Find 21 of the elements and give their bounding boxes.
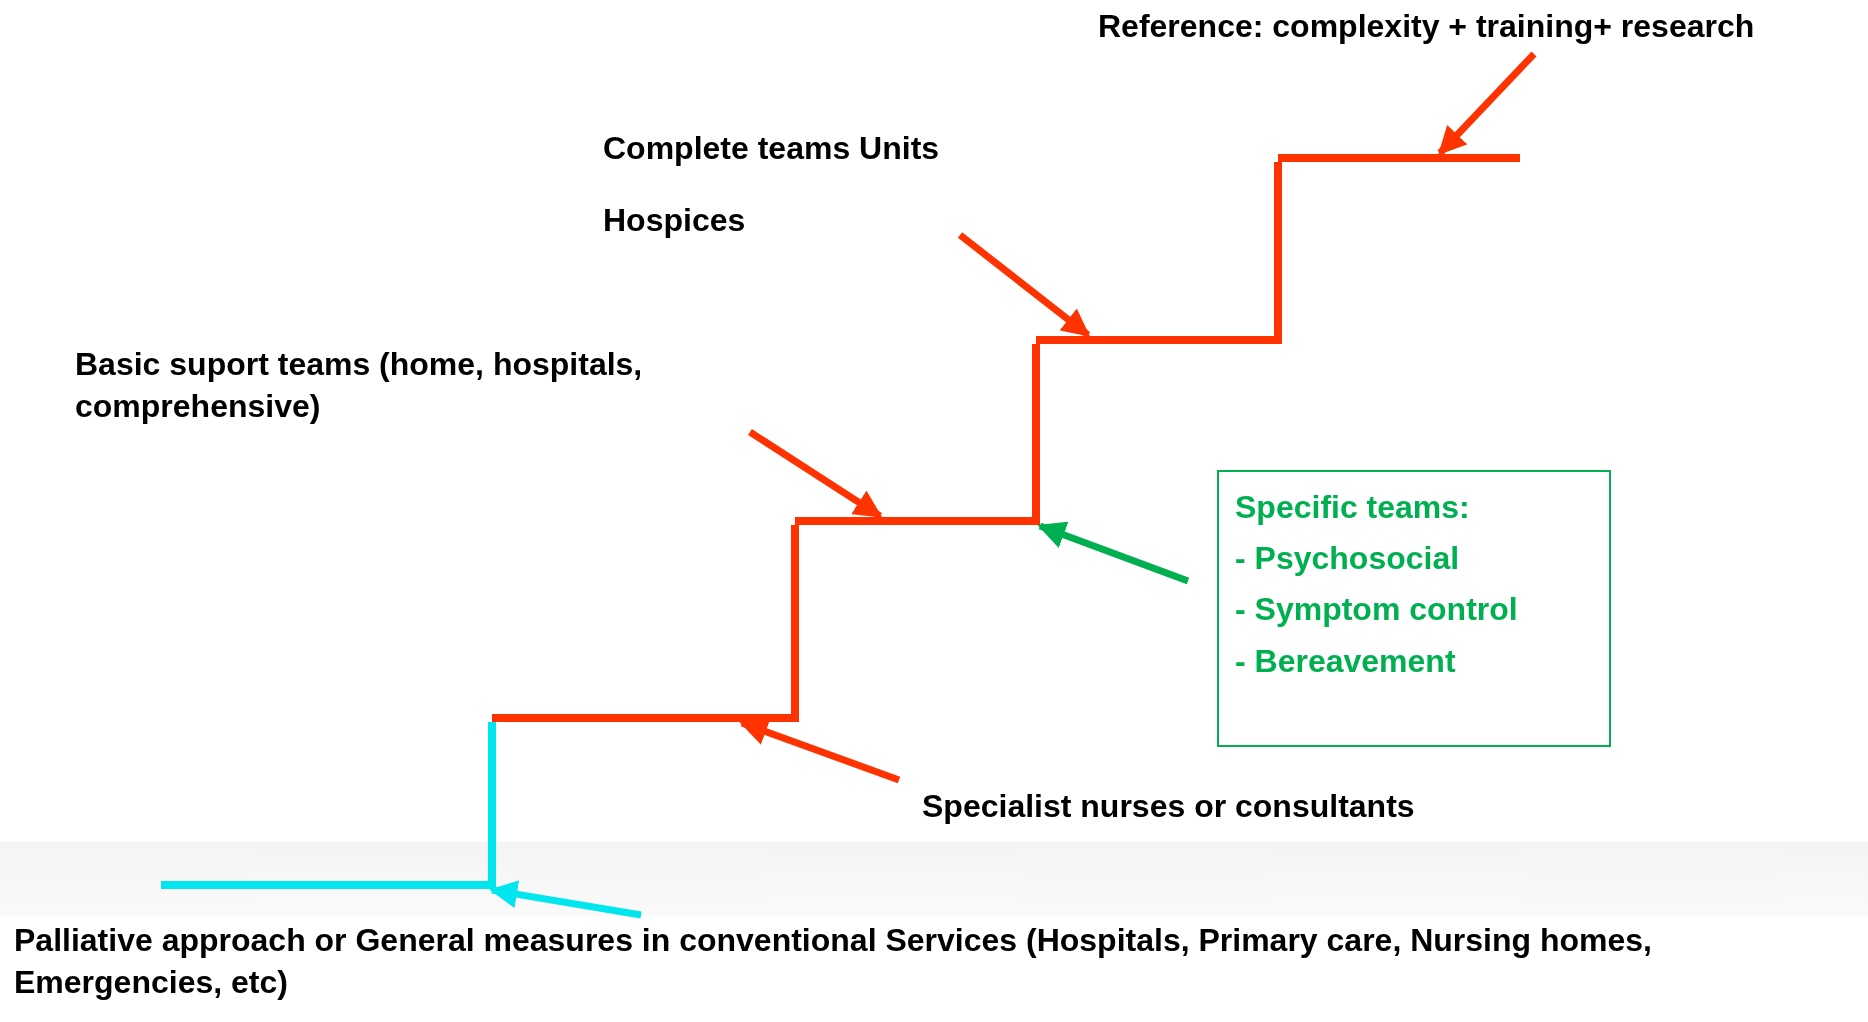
label-text: Hospices: [603, 200, 747, 240]
stair-step: [1278, 154, 1520, 162]
label-text: Palliative approach or General measures in conventional Services (Hospitals, Primary care, Nursing homes, Emergencies, etc): [14, 921, 1653, 1002]
arrow: [1437, 51, 1537, 156]
label-text: Reference: complexity + training+ research: [1098, 7, 1756, 46]
specific-teams-box: [1217, 470, 1611, 747]
stair-step: [795, 517, 1040, 525]
list-item: - Psychosocial: [1235, 539, 1461, 579]
list-item: - Symptom control: [1235, 590, 1519, 630]
stair-step: [161, 881, 496, 889]
arrow: [1037, 521, 1190, 585]
arrow: [748, 429, 883, 519]
arrow: [957, 232, 1091, 338]
label-text: Complete teams Units: [603, 129, 941, 168]
list-item: - Bereavement: [1235, 641, 1457, 681]
box-heading: Specific teams:: [1235, 488, 1471, 527]
label-text: Basic suport teams (home, hospitals, comprehensive): [75, 345, 644, 426]
arrow: [489, 880, 642, 919]
stair-step: [1036, 336, 1282, 344]
label-text: Specialist nurses or consultants: [922, 787, 1416, 826]
stair-step: [492, 714, 799, 722]
